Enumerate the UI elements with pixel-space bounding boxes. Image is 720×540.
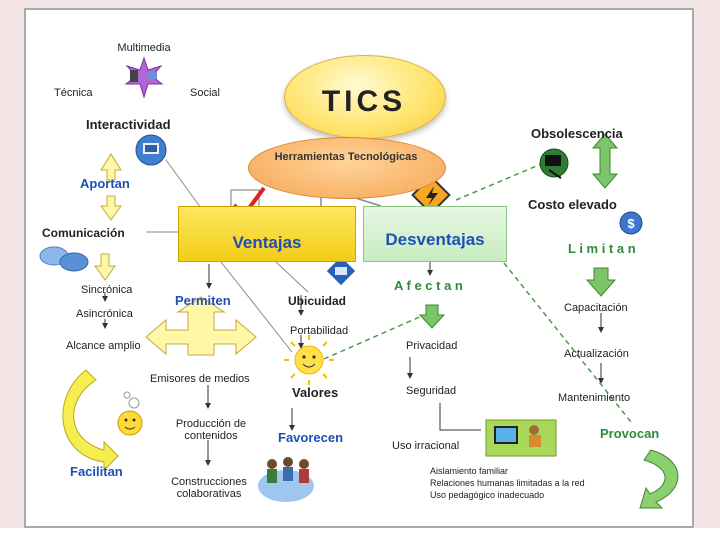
thinking-smiley-icon	[117, 391, 143, 436]
alcance-label: Alcance amplio	[66, 340, 141, 352]
computer-user-icon	[485, 419, 557, 457]
ubicuidad-line	[275, 261, 309, 293]
herramientas-label: Herramientas Tecnológicas	[274, 151, 418, 163]
multimedia-star-icon	[124, 56, 164, 99]
arrow-down-limitan	[585, 267, 617, 297]
limitan-label: L i m i t a n	[568, 241, 636, 256]
concept-map-board: $ TICS Herramientas Tecnológicas Ventaja…	[24, 8, 694, 528]
interactividad-label: Interactividad	[86, 117, 171, 132]
efecto-item: Uso pedagógico inadecuado	[430, 490, 545, 500]
uso-irracional-label: Uso irracional	[392, 440, 460, 452]
herramientas-ellipse	[248, 137, 446, 199]
dashed-obsolescencia	[455, 161, 547, 201]
ventajas-label: Ventajas	[232, 233, 302, 252]
sun-icon	[284, 335, 334, 385]
actualizacion-label: Actualización	[564, 348, 629, 360]
curved-arrow-provocan	[639, 449, 679, 509]
tecnica-label: Técnica	[54, 87, 93, 99]
cross-arrow-permiten	[145, 296, 257, 356]
desventajas-label: Desventajas	[385, 230, 485, 249]
afectan-label: A f e c t a n	[394, 278, 463, 293]
desventajas-box	[363, 206, 507, 262]
permiten-label: Permiten	[175, 293, 231, 308]
costo-elevado-label: Costo elevado	[528, 197, 617, 212]
dashed-valores	[323, 314, 425, 360]
arrow-down-afectan	[418, 304, 446, 329]
network-globe-icon	[135, 134, 167, 166]
arrow-down-aportan	[100, 195, 122, 221]
construcciones-label-1: Construcciones	[171, 476, 247, 488]
privacidad-label: Privacidad	[406, 340, 458, 352]
curved-arrow-facilitan	[62, 369, 119, 472]
interactividad-line	[165, 159, 202, 209]
social-label: Social	[190, 87, 220, 99]
ubicuidad-diamond-icon	[324, 254, 358, 288]
facilitan-label: Facilitan	[70, 464, 123, 479]
people-group-icon	[258, 457, 314, 502]
efecto-item: Relaciones humanas limitadas a la red	[430, 478, 585, 488]
coin-icon: $	[619, 211, 643, 235]
chat-bubbles-icon	[39, 246, 89, 272]
mantenimiento-label: Mantenimiento	[558, 392, 631, 404]
uso-irracional-connector	[439, 403, 481, 431]
produccion-label-2: contenidos	[184, 430, 238, 442]
comunicacion-label: Comunicación	[42, 226, 125, 240]
page-bottom-strip	[0, 528, 720, 540]
capacitacion-label: Capacitación	[564, 302, 628, 314]
svg-text:$: $	[627, 216, 635, 231]
obsolescencia-label: Obsolescencia	[531, 126, 623, 141]
valores-label: Valores	[292, 385, 339, 400]
broken-computer-icon	[539, 148, 569, 179]
tics-title: TICS	[321, 85, 407, 118]
efecto-item: Aislamiento familiar	[430, 466, 509, 476]
valores-line	[220, 261, 293, 353]
arrow-down-comunicacion	[94, 253, 116, 281]
provocan-label: Provocan	[600, 426, 660, 441]
seguridad-label: Seguridad	[406, 385, 457, 397]
ventajas-box	[178, 206, 356, 262]
portabilidad-label: Portabilidad	[290, 325, 349, 337]
multimedia-label: Multimedia	[117, 42, 171, 54]
sincronica-label: Sincrónica	[81, 284, 133, 296]
connector-layer: $	[39, 56, 679, 509]
asincronica-label: Asincrónica	[76, 308, 133, 320]
arrow-up-aportan	[100, 153, 122, 181]
double-arrow-obsolescencia	[591, 133, 619, 189]
tics-hub	[284, 55, 446, 139]
construcciones-label-2: colaborativas	[176, 488, 242, 500]
favorecen-label: Favorecen	[278, 430, 344, 445]
aportan-label: Aportan	[80, 176, 130, 191]
produccion-label-1: Producción de	[175, 418, 247, 430]
dashed-provocan	[503, 262, 632, 423]
ubicuidad-label: Ubicuidad	[288, 294, 347, 308]
emisores-label: Emisores de medios	[150, 373, 250, 385]
